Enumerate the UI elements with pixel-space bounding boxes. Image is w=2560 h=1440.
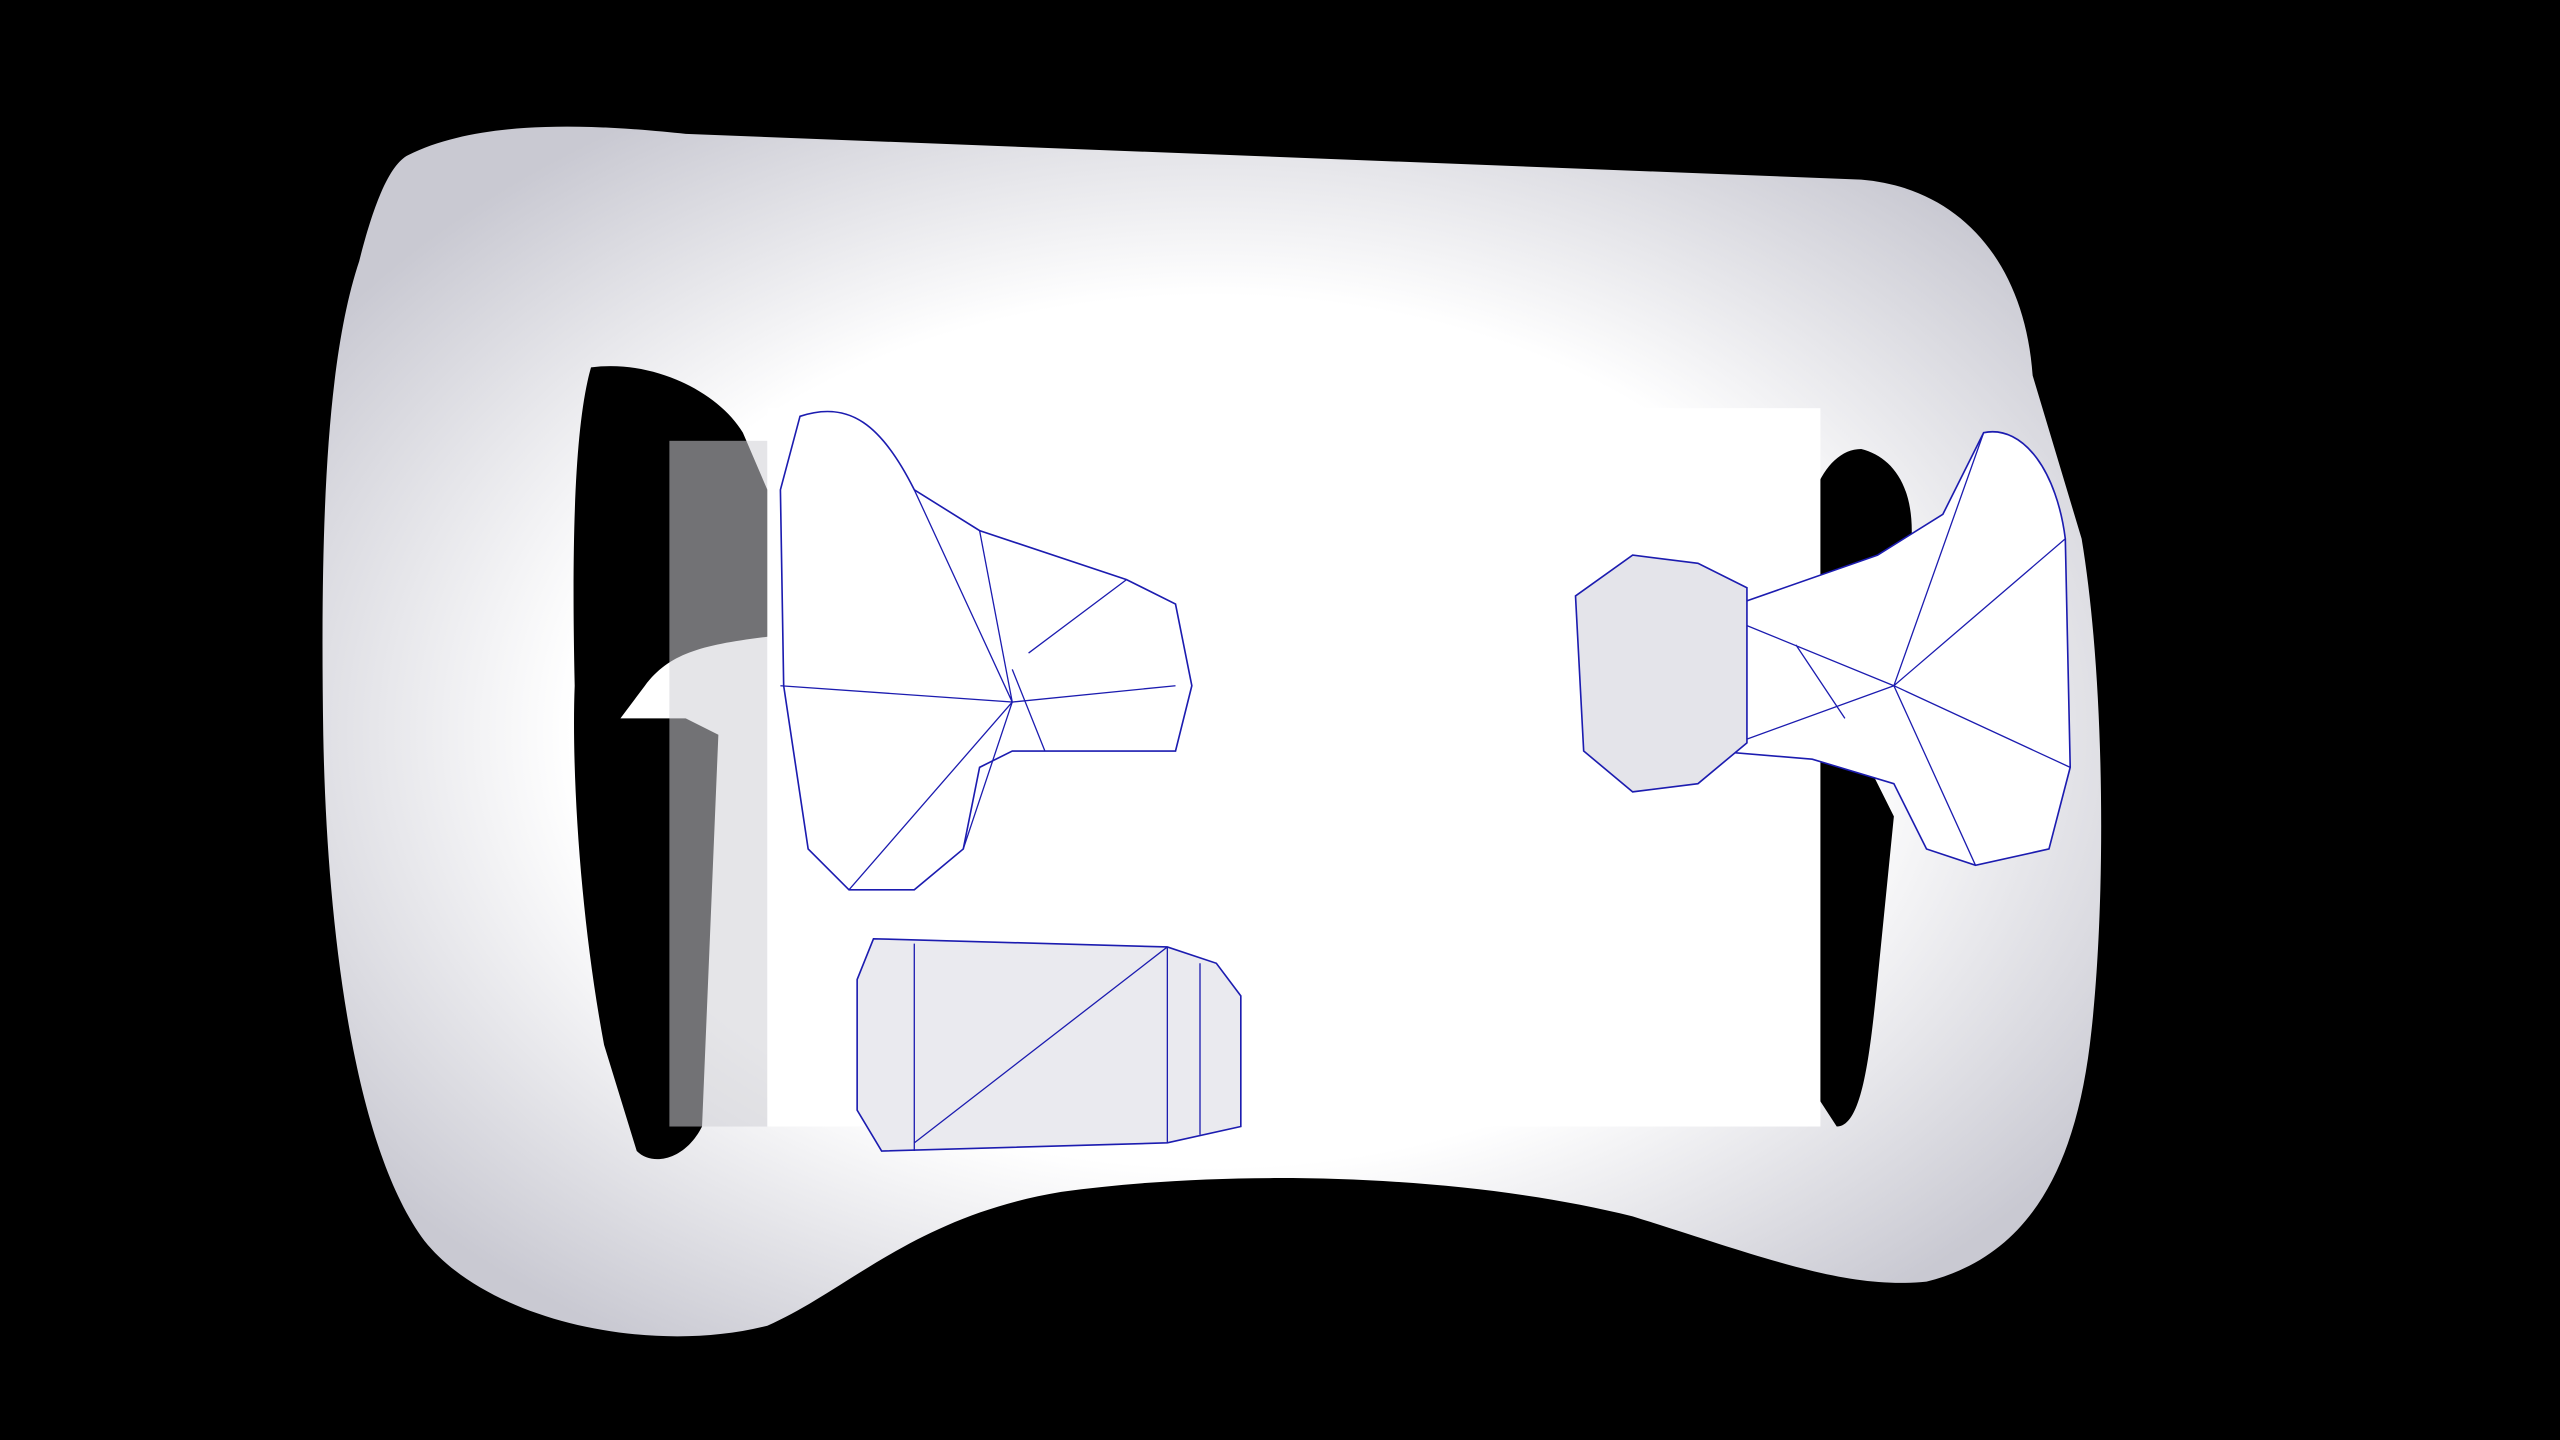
left-paddle[interactable]: [779, 410, 1193, 891]
right-paddle-stem: [1714, 432, 2071, 866]
right-rotary-switch[interactable]: [1574, 554, 1748, 793]
left-paddle-stem: [780, 489, 1176, 891]
left-hole-inner-wall: [669, 440, 768, 1127]
left-rotary-switch[interactable]: [856, 937, 1242, 1152]
steering-wheel-model: [322, 126, 2102, 1337]
left-rotary-switch-lines: [913, 943, 1201, 1152]
